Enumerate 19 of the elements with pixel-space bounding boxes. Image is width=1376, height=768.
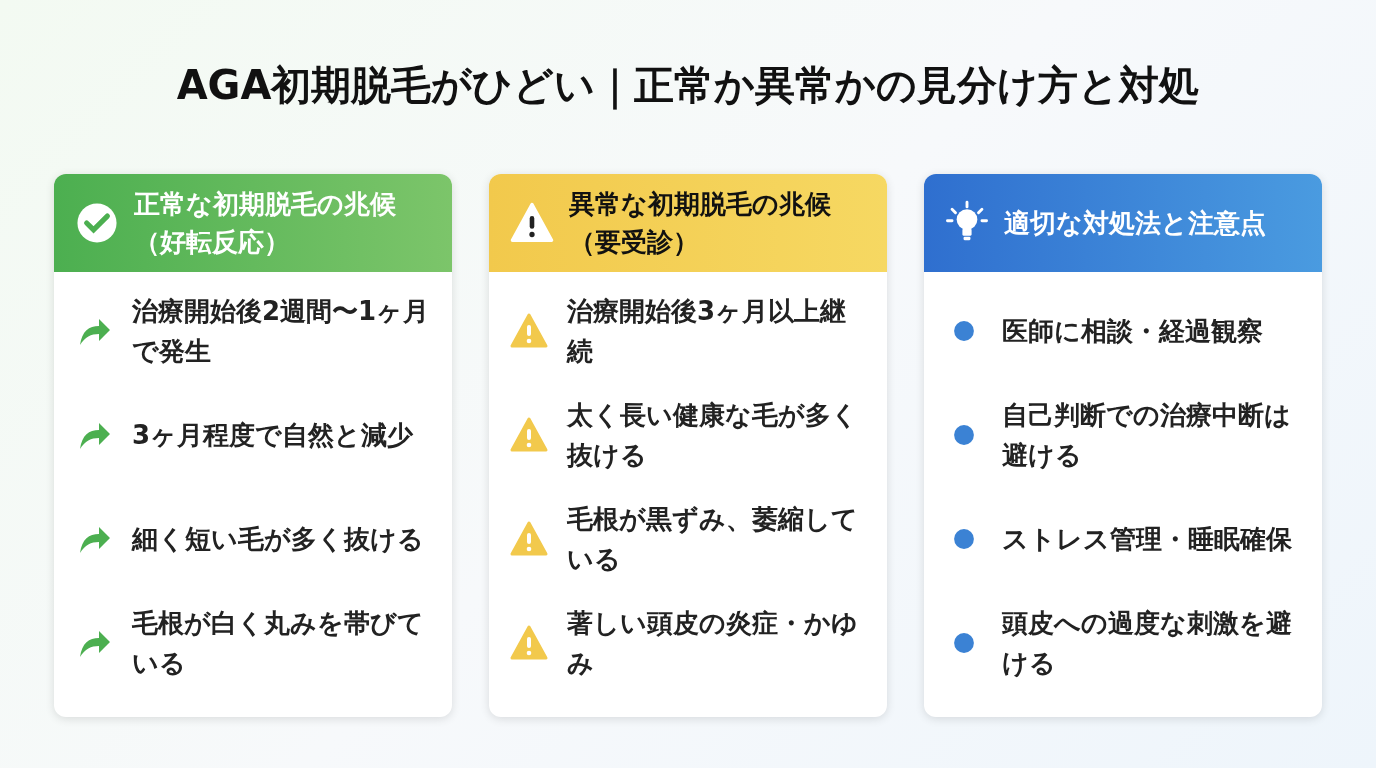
list-item-text: ストレス管理・睡眠確保 (1002, 523, 1293, 556)
list-item-text: 医師に相談・経過観察 (1002, 315, 1264, 348)
list-item-text: 治療開始後3ヶ月以上継続 (567, 295, 848, 368)
list-item-text: 太く長い健康な毛が多く抜ける (567, 399, 859, 472)
card-heading: 適切な対処法と注意点 (1004, 207, 1266, 240)
card-heading: 正常な初期脱毛の兆候（好転反応） (134, 188, 397, 259)
list-item-text: 頭皮への過度な刺激を避ける (1002, 607, 1293, 680)
list-item-text: 治療開始後2週間〜1ヶ月で発生 (132, 295, 431, 368)
page-title: AGA初期脱毛がひどい｜正常か異常かの見分け方と対処 (176, 61, 1200, 112)
list-item-text: 毛根が黒ずみ、萎縮している (567, 503, 859, 576)
list-item-text: 毛根が白く丸みを帯びている (132, 607, 425, 680)
card-heading: 異常な初期脱毛の兆候（要受診） (569, 188, 832, 259)
list-item-text: 細く短い毛が多く抜ける (132, 523, 425, 556)
card-panel (924, 174, 1322, 717)
list-item-text: 著しい頭皮の炎症・かゆみ (567, 607, 859, 680)
card-panel (54, 174, 452, 717)
list-item-text: 自己判断での治療中断は避ける (1002, 399, 1292, 472)
list-item-text: 3ヶ月程度で自然と減少 (132, 419, 415, 452)
card-panel (489, 174, 887, 717)
